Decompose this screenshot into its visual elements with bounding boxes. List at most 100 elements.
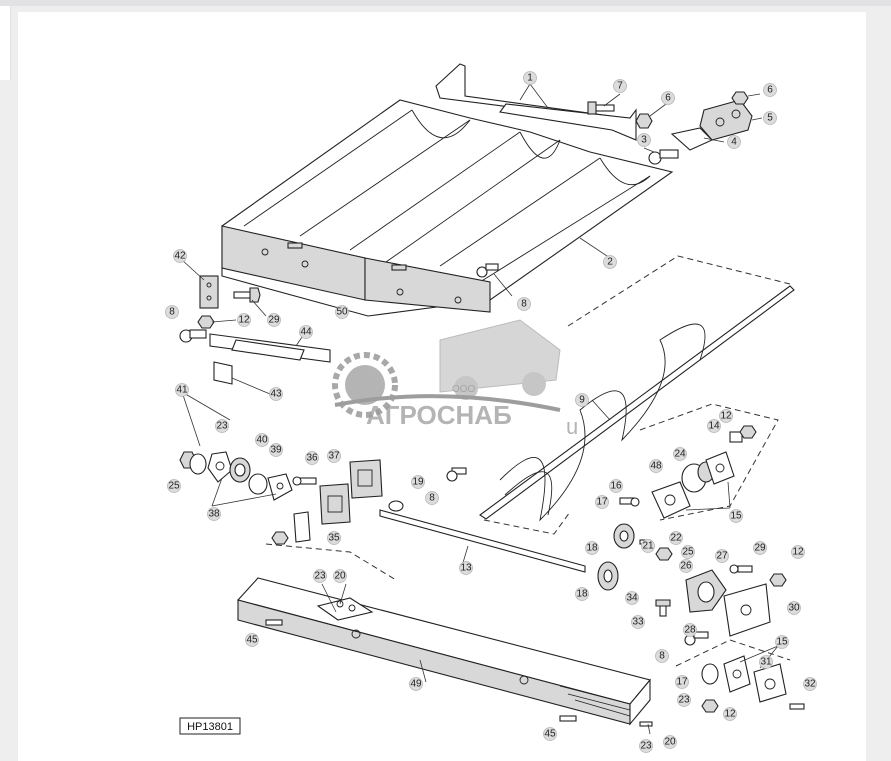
callout-8: 8	[655, 649, 669, 663]
bolt-3	[648, 149, 679, 165]
callout-23: 23	[639, 739, 653, 753]
svg-text:13: 13	[460, 563, 472, 574]
svg-text:23: 23	[678, 695, 690, 706]
svg-text:24: 24	[674, 449, 686, 460]
dashed-outline-auger-end	[483, 511, 571, 535]
callout-19: 19	[411, 475, 425, 489]
callout-37: 37	[327, 449, 341, 463]
bolt-34-33	[655, 599, 671, 617]
callout-1: 1	[523, 71, 537, 85]
callout-35: 35	[327, 531, 341, 545]
svg-text:41: 41	[176, 385, 188, 396]
exploded-parts-diagram: ООО АГРОСНАБ u 1 2 3 4 5 6 6 7 8 8 8 8 9…	[165, 63, 817, 753]
svg-text:45: 45	[246, 635, 258, 646]
callout-5: 5	[763, 111, 777, 125]
callout-9: 9	[575, 393, 589, 407]
svg-text:16: 16	[610, 481, 622, 492]
svg-text:43: 43	[270, 389, 282, 400]
callout-39: 39	[269, 443, 283, 457]
svg-text:37: 37	[328, 451, 340, 462]
svg-text:15: 15	[776, 637, 788, 648]
callout-29: 29	[753, 541, 767, 555]
svg-text:42: 42	[174, 251, 186, 262]
callout-17: 17	[595, 495, 609, 509]
leader-lines	[181, 83, 779, 735]
callout-48: 48	[649, 459, 663, 473]
watermark-logo: ООО АГРОСНАБ u	[332, 319, 578, 439]
svg-text:6: 6	[665, 93, 671, 104]
svg-text:40: 40	[256, 435, 268, 446]
nut-6c	[271, 531, 289, 545]
callout-45: 45	[245, 633, 259, 647]
callout-31: 31	[759, 655, 773, 669]
svg-text:35: 35	[328, 533, 340, 544]
callout-27: 27	[715, 549, 729, 563]
svg-text:5: 5	[767, 113, 773, 124]
svg-text:33: 33	[632, 617, 644, 628]
callout-13: 13	[459, 561, 473, 575]
callout-22: 22	[669, 531, 683, 545]
callout-12: 12	[237, 313, 251, 327]
callout-6: 6	[763, 83, 777, 97]
callout-23: 23	[313, 569, 327, 583]
callout-15: 15	[729, 509, 743, 523]
callout-8: 8	[165, 305, 179, 319]
svg-text:18: 18	[576, 589, 588, 600]
svg-text:17: 17	[596, 497, 608, 508]
dashed-outline-shaft	[265, 543, 397, 581]
shaft-13	[379, 509, 586, 573]
callout-16: 16	[609, 479, 623, 493]
callout-32: 32	[803, 677, 817, 691]
callout-43: 43	[269, 387, 283, 401]
svg-text:15: 15	[730, 511, 742, 522]
svg-text:27: 27	[716, 551, 728, 562]
callout-28: 28	[683, 623, 697, 637]
plate-35	[293, 511, 311, 543]
callout-25: 25	[681, 545, 695, 559]
watermark-prefix: ООО	[452, 384, 476, 395]
callout-12: 12	[719, 409, 733, 423]
callout-12: 12	[791, 545, 805, 559]
svg-text:28: 28	[684, 625, 696, 636]
callout-23: 23	[215, 419, 229, 433]
bearing-set-right	[619, 425, 757, 519]
callout-15: 15	[775, 635, 789, 649]
dashed-outline-auger	[567, 255, 791, 327]
key-19	[388, 500, 404, 512]
svg-text:20: 20	[664, 737, 676, 748]
svg-text:48: 48	[650, 461, 662, 472]
bolt-8a	[476, 263, 499, 278]
nut-12b	[769, 573, 787, 587]
callout-21: 21	[641, 539, 655, 553]
svg-text:26: 26	[680, 561, 692, 572]
nut-25	[655, 547, 673, 561]
svg-text:8: 8	[429, 493, 435, 504]
svg-text:8: 8	[169, 307, 175, 318]
svg-text:29: 29	[754, 543, 766, 554]
svg-text:14: 14	[708, 421, 720, 432]
svg-text:25: 25	[682, 547, 694, 558]
flange-30	[723, 583, 771, 637]
drawing-code-text: HP13801	[187, 721, 233, 733]
svg-text:17: 17	[676, 677, 688, 688]
callout-41: 41	[175, 383, 189, 397]
callout-8: 8	[425, 491, 439, 505]
callout-40: 40	[255, 433, 269, 447]
bolt-8c	[446, 467, 467, 482]
window-top-edge	[0, 0, 891, 6]
svg-text:32: 32	[804, 679, 816, 690]
callout-49: 49	[409, 677, 423, 691]
sprocket-18a	[613, 523, 635, 549]
svg-text:34: 34	[626, 593, 638, 604]
callout-2: 2	[603, 255, 617, 269]
svg-text:29: 29	[268, 315, 280, 326]
strip-43	[213, 361, 233, 385]
hinge-plate-42	[199, 275, 219, 309]
callout-23: 23	[677, 693, 691, 707]
svg-text:12: 12	[238, 315, 250, 326]
svg-text:49: 49	[410, 679, 422, 690]
sprocket-18b	[597, 561, 619, 591]
screw-45a	[265, 619, 283, 626]
svg-text:23: 23	[314, 571, 326, 582]
svg-text:12: 12	[792, 547, 804, 558]
